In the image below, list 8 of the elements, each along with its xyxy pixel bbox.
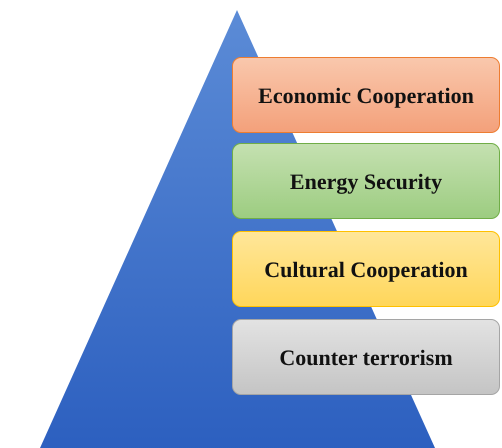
level-box — [232, 57, 500, 133]
level-label: Cultural Cooperation — [264, 256, 468, 282]
level-label: Counter terrorism — [279, 344, 453, 370]
level-label: Economic Cooperation — [258, 82, 474, 108]
level-label: Energy Security — [290, 168, 442, 194]
level-box — [232, 143, 500, 219]
level-box — [232, 231, 500, 307]
level-box — [232, 319, 500, 395]
